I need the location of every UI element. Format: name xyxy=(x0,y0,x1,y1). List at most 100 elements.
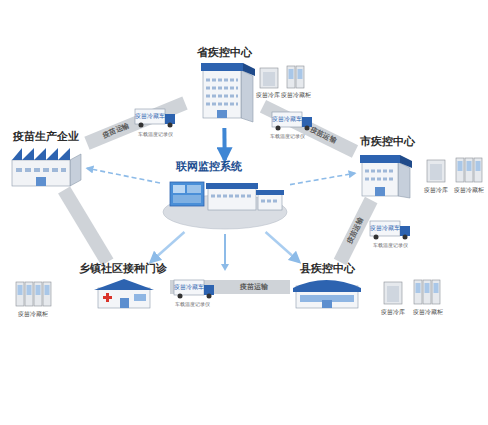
refrigerated-truck xyxy=(174,280,214,299)
monitor-link xyxy=(266,232,300,262)
vaccine-cabinet xyxy=(34,282,42,306)
truck-wheel xyxy=(168,123,173,128)
truck-wheel xyxy=(403,235,408,240)
cold-room xyxy=(427,160,445,182)
truck-wheel xyxy=(374,235,379,240)
red-cross xyxy=(103,296,112,299)
cabinet-glass xyxy=(36,285,41,295)
cabinet-glass xyxy=(434,283,439,293)
cold-storage-icons xyxy=(427,158,482,182)
storage-label: 疫苗冷藏柜 xyxy=(454,187,484,193)
building-door xyxy=(36,177,46,186)
cabinet-glass xyxy=(289,69,294,79)
window-row xyxy=(261,200,279,203)
sawtooth-roof xyxy=(12,148,70,160)
system-node: 联网监控系统 xyxy=(160,160,290,232)
refrigerated-truck xyxy=(272,112,312,131)
cabinet-glass xyxy=(416,283,421,293)
truck-box xyxy=(174,280,204,295)
building-door xyxy=(322,300,332,308)
vaccine-cabinet xyxy=(287,66,295,88)
node-title: 市疾控中心 xyxy=(355,135,420,149)
window-row xyxy=(365,170,395,173)
truck-wheel xyxy=(139,123,144,128)
screen-panel xyxy=(173,195,201,203)
device-label: 车载温度记录仪 xyxy=(373,243,408,248)
facility-node: 县疾控中心 xyxy=(290,262,365,312)
cabinet-glass xyxy=(425,283,430,293)
node-title: 联网监控系统 xyxy=(160,160,290,174)
transport-road xyxy=(340,200,371,262)
window-row xyxy=(206,103,238,106)
vaccine-cabinet xyxy=(25,282,33,306)
facility-node: 乡镇社区接种门诊 xyxy=(75,262,170,312)
building-roof xyxy=(243,63,255,76)
storage-label: 疫苗冷库 xyxy=(256,92,280,98)
node-title: 乡镇社区接种门诊 xyxy=(75,262,170,276)
truck-label: 疫苗冷藏车 xyxy=(174,285,204,291)
clinic-building xyxy=(94,279,154,308)
building-side xyxy=(241,70,253,122)
truck-label: 疫苗冷藏车 xyxy=(370,226,400,232)
screen-panel xyxy=(187,185,201,193)
screen-panel xyxy=(173,185,185,193)
storage-label: 疫苗冷藏柜 xyxy=(18,311,48,317)
building-roof xyxy=(201,63,243,71)
cabinet-glass xyxy=(45,285,50,295)
truck-wheel xyxy=(276,126,281,131)
window-row xyxy=(365,178,395,181)
device-label: 车载温度记录仪 xyxy=(175,302,210,307)
node-title: 省疾控中心 xyxy=(185,46,263,60)
cabinet-glass xyxy=(458,161,463,171)
transport-road xyxy=(64,190,107,262)
building-roof xyxy=(206,183,258,189)
refrigerated-truck xyxy=(135,109,175,128)
cabinet-glass xyxy=(298,69,303,79)
vaccine-cabinet xyxy=(474,158,482,182)
building-door xyxy=(217,110,227,118)
window-row xyxy=(206,95,238,98)
storage-label: 疫苗冷藏柜 xyxy=(413,309,443,315)
vaccine-cabinet xyxy=(423,280,431,304)
cabinet-glass xyxy=(467,161,472,171)
truck-box xyxy=(135,109,165,124)
factory-building xyxy=(12,148,81,186)
building-window xyxy=(134,294,146,301)
data-arrow xyxy=(224,234,226,266)
facility-node: 省疾控中心 xyxy=(185,46,263,128)
window-row xyxy=(16,168,66,172)
cold-room-door xyxy=(430,164,442,180)
facility-node: 疫苗生产企业 xyxy=(5,130,87,190)
storage-label: 疫苗冷库 xyxy=(381,309,405,315)
monitoring-center xyxy=(163,182,287,271)
building-roof xyxy=(293,280,361,292)
cabinet-glass xyxy=(476,161,481,171)
truck-label: 疫苗冷藏车 xyxy=(135,114,165,120)
vaccine-cabinet xyxy=(456,158,464,182)
city-building xyxy=(360,155,412,198)
building-front xyxy=(362,162,398,196)
cabinet-glass xyxy=(18,285,23,295)
transport-road xyxy=(170,280,290,294)
cold-room-door xyxy=(263,72,275,86)
transport-road xyxy=(87,103,185,143)
monitor-screen xyxy=(170,182,204,206)
county-building xyxy=(293,280,361,308)
building-roof xyxy=(256,190,284,195)
building-door xyxy=(120,298,129,308)
transport-road xyxy=(263,106,355,151)
building-roof xyxy=(400,155,412,168)
building-door xyxy=(375,187,385,196)
truck-box xyxy=(272,112,302,127)
cold-storage-icons xyxy=(384,280,440,304)
monitor-link xyxy=(87,168,160,183)
vaccine-cabinet xyxy=(432,280,440,304)
window-row xyxy=(211,195,253,198)
road-label: 疫苗运输 xyxy=(240,284,268,291)
arrow-head xyxy=(221,264,229,271)
cold-room xyxy=(260,68,278,88)
building-front xyxy=(258,194,282,210)
